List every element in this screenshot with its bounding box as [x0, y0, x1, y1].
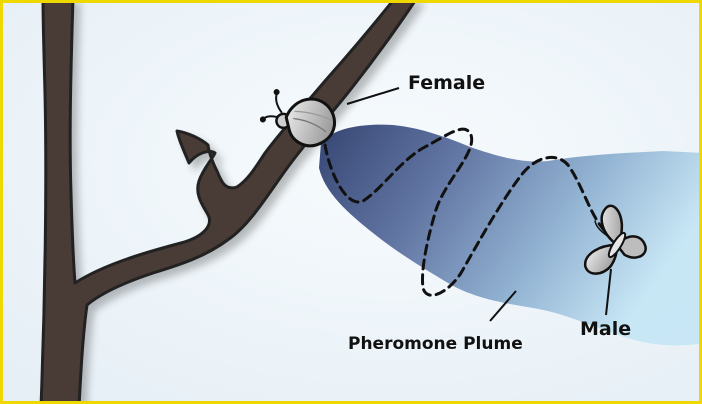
plume-label: Pheromone Plume: [348, 334, 523, 354]
female-label: Female: [408, 72, 485, 94]
male-label: Male: [580, 318, 631, 340]
pheromone-diagram: Female Male Pheromone Plume: [3, 3, 702, 404]
